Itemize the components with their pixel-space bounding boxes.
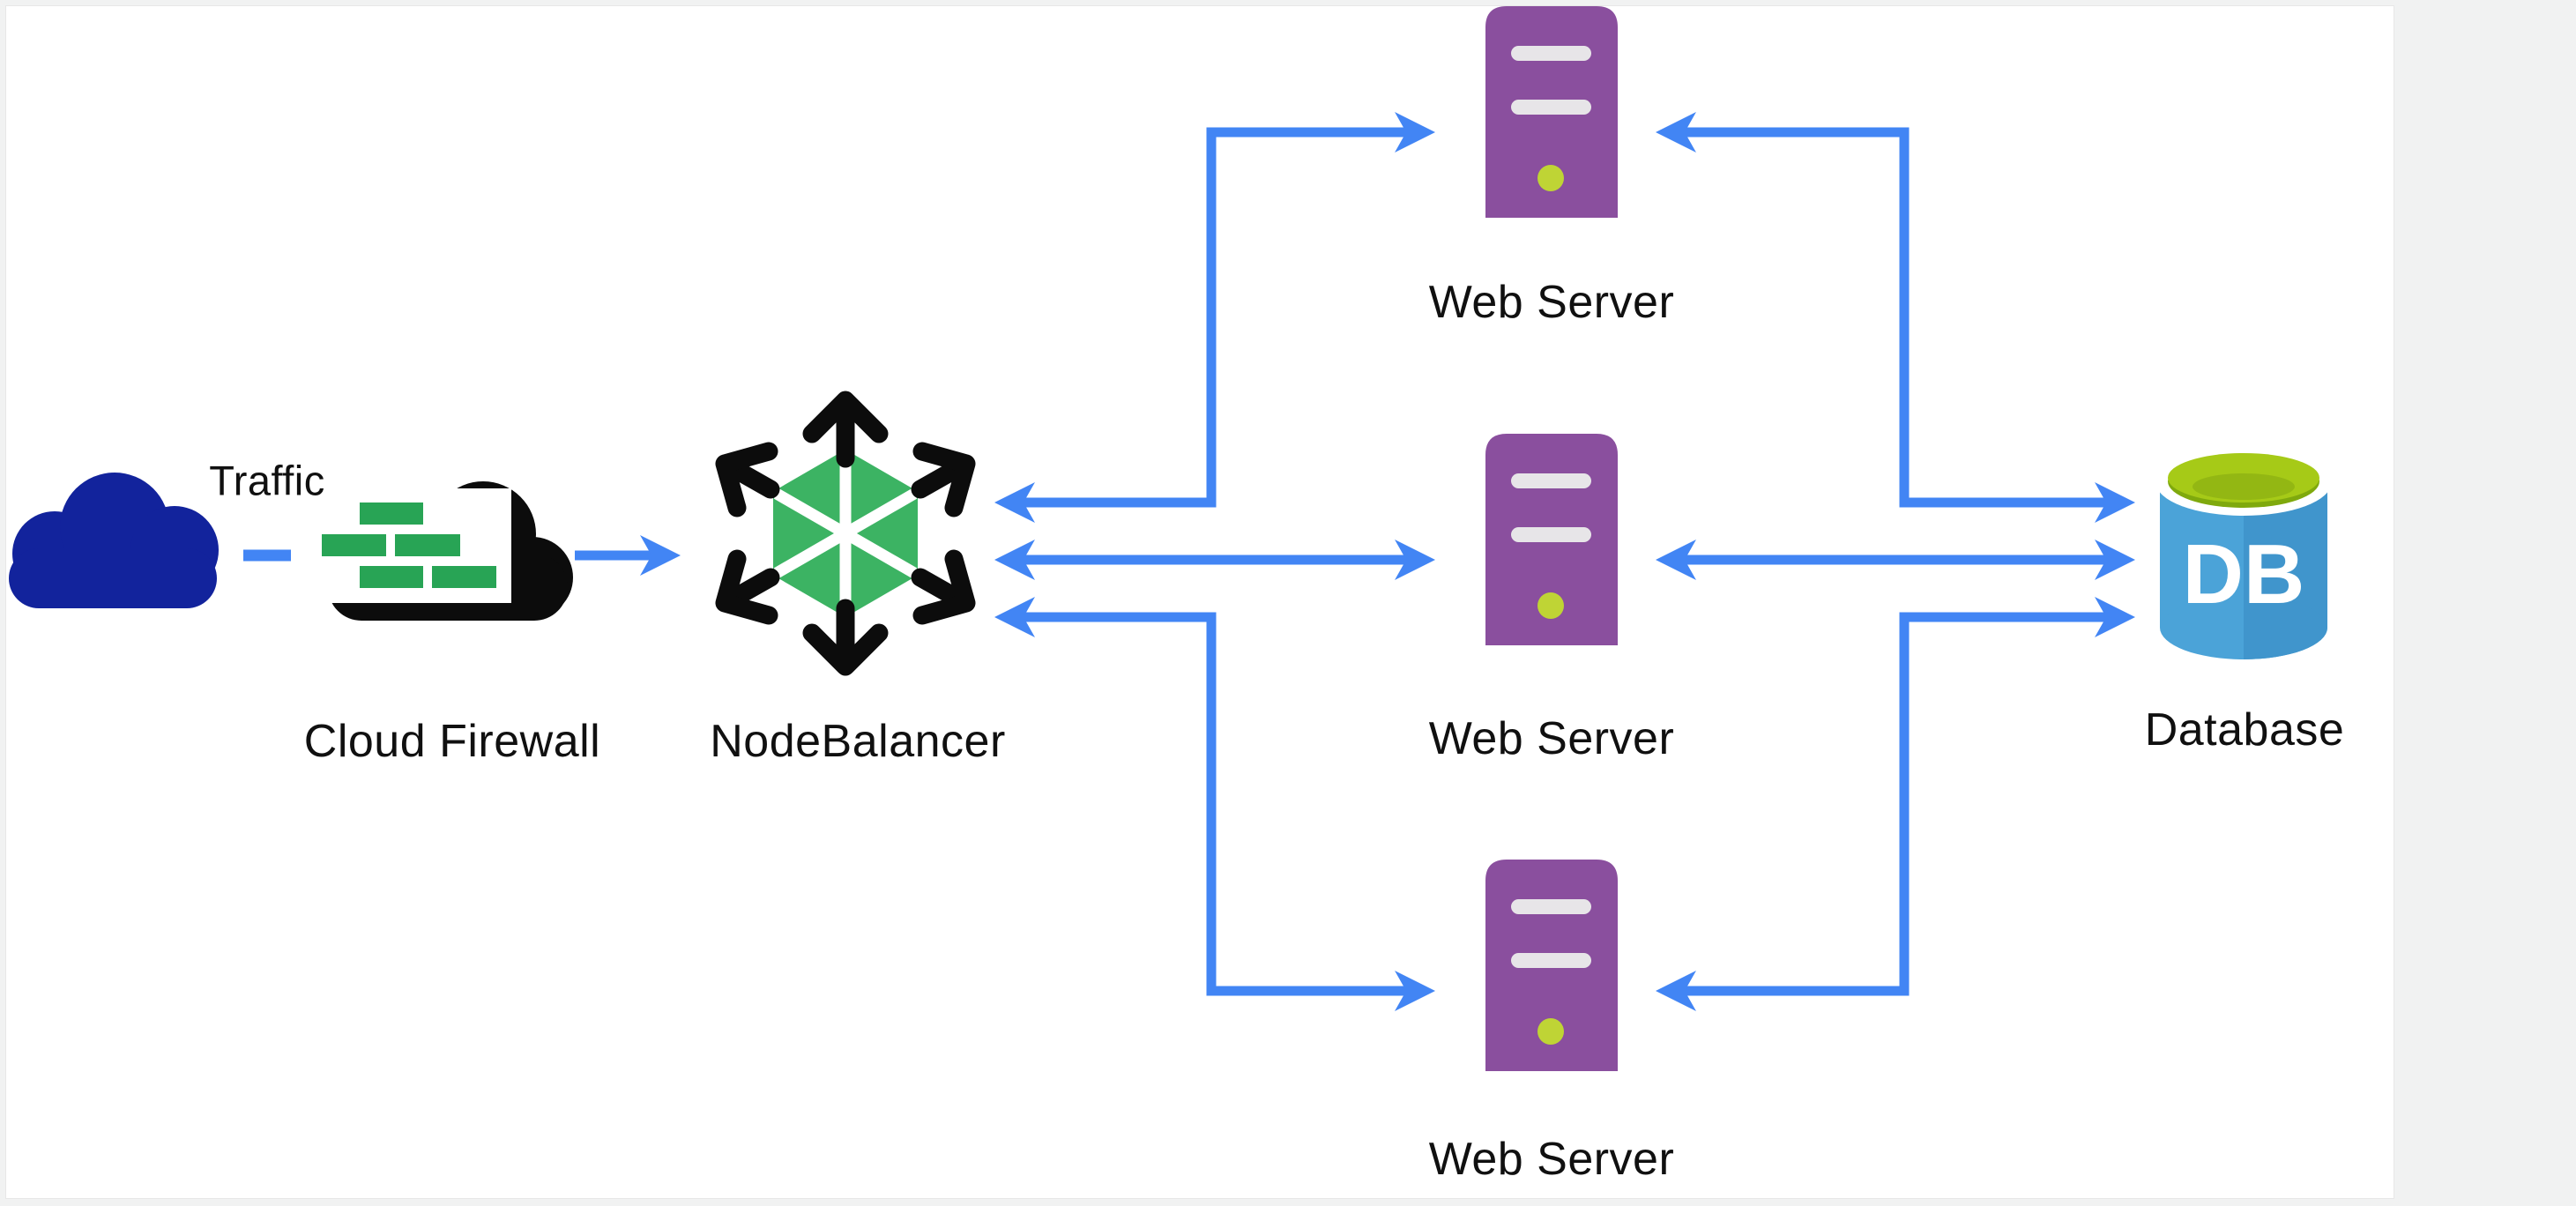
webserver3-database-arrow (1656, 597, 2135, 1011)
database-label: Database (2144, 704, 2345, 756)
firewall-cloud-icon (312, 481, 573, 621)
nodebalancer-webserver3-arrow (994, 597, 1435, 1011)
server-tower-icon-webserver2 (1485, 434, 1618, 645)
nodebalancer-hexagon-icon (715, 391, 976, 676)
webserver2-label: Web Server (1428, 713, 1675, 764)
nodebalancer-webserver2-arrow (994, 540, 1435, 580)
nodebalancer-webserver1-arrow (994, 112, 1435, 523)
firewall-to-nodebalancer-arrow (575, 535, 681, 576)
server-tower-icon-webserver3 (1485, 860, 1618, 1071)
cloud-firewall-label: Cloud Firewall (303, 716, 601, 767)
traffic-label: Traffic (209, 457, 325, 504)
cloud-icon (9, 473, 219, 608)
webserver3-label: Web Server (1428, 1134, 1675, 1185)
webserver1-label: Web Server (1428, 277, 1675, 328)
webserver1-database-arrow (1656, 112, 2135, 523)
database-cylinder-icon: DB (2156, 450, 2331, 659)
database-icon-text: DB (2183, 527, 2305, 622)
webserver2-database-arrow (1656, 540, 2135, 580)
nodebalancer-label: NodeBalancer (710, 716, 1006, 767)
server-tower-icon-webserver1 (1485, 6, 1618, 218)
